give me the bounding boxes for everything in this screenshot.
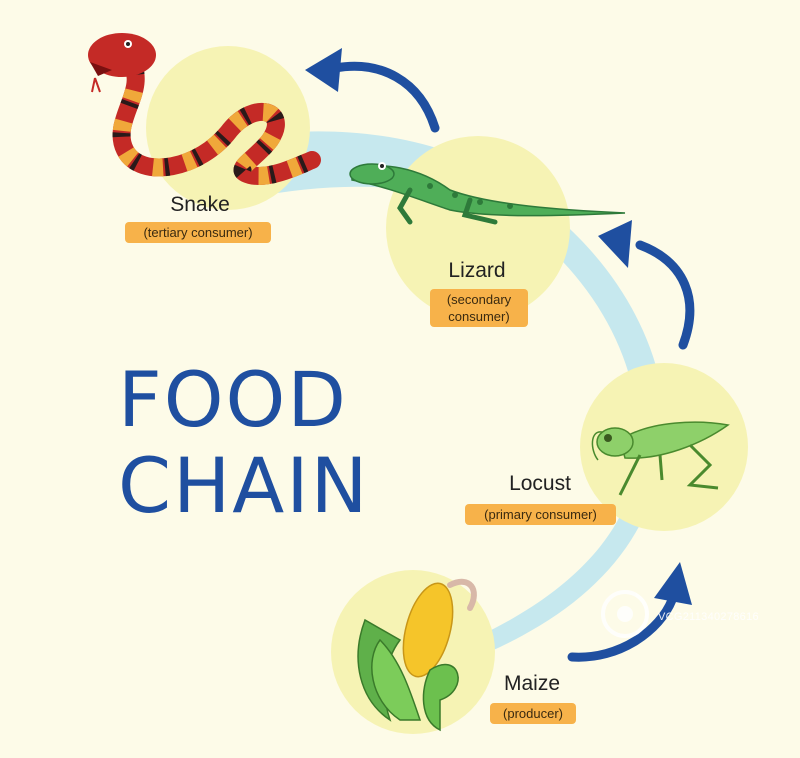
- snake-icon: [88, 33, 321, 185]
- lizard-role-line-2: consumer): [448, 309, 510, 324]
- snake-name: Snake: [170, 193, 230, 216]
- watermark-text: VCG211340278616: [658, 611, 759, 623]
- lizard-name: Lizard: [448, 259, 506, 282]
- lizard-icon: [349, 162, 626, 225]
- maize-name: Maize: [503, 672, 561, 695]
- lizard-role-line-1: (secondary: [446, 292, 512, 307]
- arrow-locust-to-lizard: [598, 220, 695, 350]
- title-line-1: FOOD: [118, 355, 348, 444]
- lizard-role-badge: (secondary consumer): [430, 289, 528, 327]
- locust-icon: [591, 421, 730, 496]
- title-line-2: CHAIN: [118, 441, 370, 530]
- snake-role-badge: (tertiary consumer): [125, 222, 271, 243]
- locust-role-badge: (primary consumer): [465, 504, 616, 525]
- arrow-maize-to-locust: [567, 562, 692, 662]
- arrow-lizard-to-snake: [305, 48, 440, 133]
- locust-name: Locust: [509, 472, 571, 495]
- maize-role-badge: (producer): [490, 703, 576, 724]
- watermark-logo: [601, 590, 649, 638]
- maize-icon: [357, 578, 477, 732]
